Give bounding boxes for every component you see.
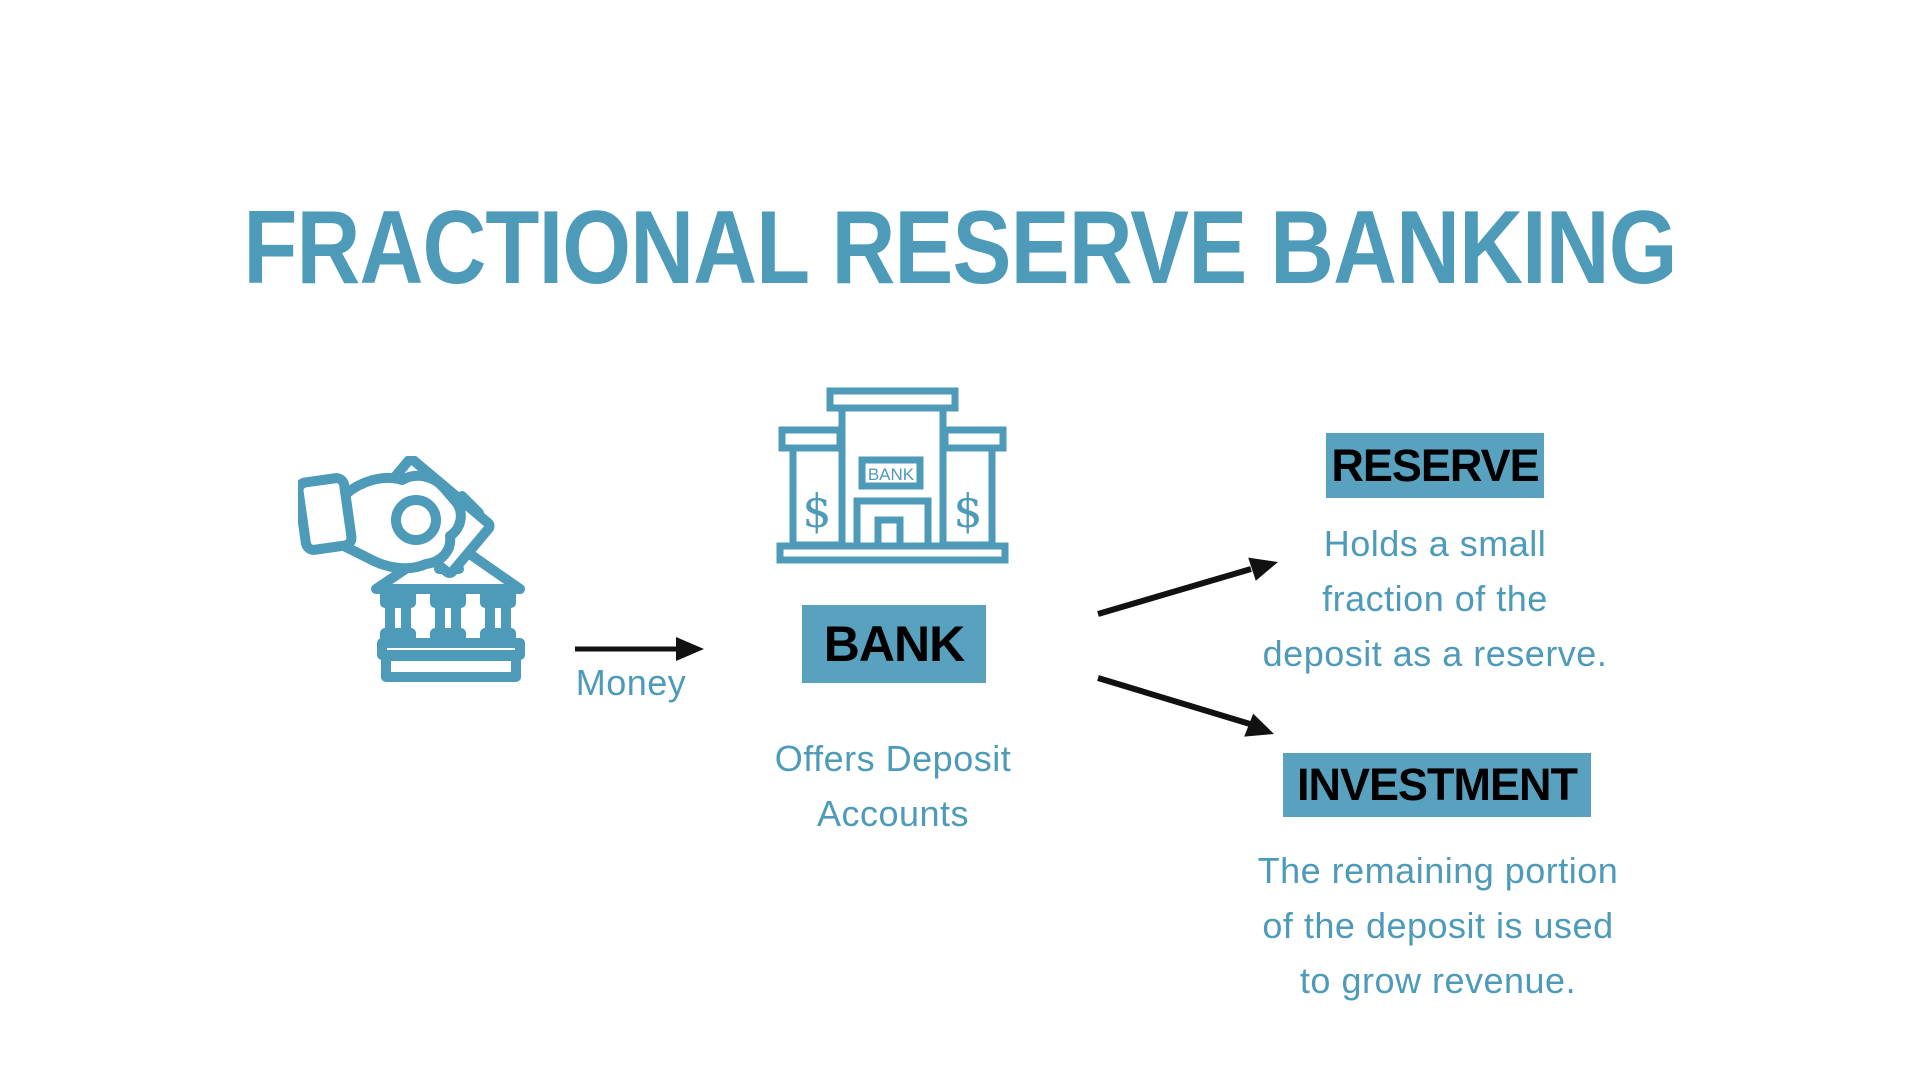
investment-description-line-1: The remaining portion <box>1257 850 1619 891</box>
reserve-description-line-1: Holds a small <box>1323 523 1547 564</box>
dollar-sign-right: $ <box>953 484 982 538</box>
money-arrow-icon <box>570 634 710 664</box>
reserve-description-line-2: fraction of the <box>1322 578 1548 619</box>
page-title: FRACTIONAL RESERVE BANKING <box>243 190 1677 306</box>
classical-bank-shape <box>371 538 525 682</box>
arrow-to-investment-icon <box>1092 668 1287 743</box>
bank-caption-line-2: Accounts <box>816 793 970 834</box>
investment-label: INVESTMENT <box>1283 753 1591 817</box>
hand-shape <box>339 470 466 574</box>
money-label: Money <box>575 662 687 703</box>
cuff-shape <box>298 473 357 555</box>
reserve-label: RESERVE <box>1326 433 1544 498</box>
reserve-description: Holds a small fraction of the deposit as… <box>1245 516 1625 681</box>
hand-deposit-money-svg <box>298 456 525 682</box>
bank-building-shape <box>776 387 1009 564</box>
bank-caption: Offers Deposit Accounts <box>768 731 1018 841</box>
reserve-description-line-3: deposit as a reserve. <box>1262 633 1608 674</box>
investment-description-line-3: to grow revenue. <box>1299 960 1577 1001</box>
investment-description: The remaining portion of the deposit is … <box>1228 843 1648 1008</box>
bank-building-icon: BANK $ $ <box>775 380 1010 570</box>
hand-deposit-money-icon <box>298 456 528 686</box>
bank-caption-line-1: Offers Deposit <box>774 738 1012 779</box>
bank-label: BANK <box>802 605 986 683</box>
bank-building-sign-text: BANK <box>868 465 915 484</box>
investment-description-line-2: of the deposit is used <box>1262 905 1614 946</box>
arrow-to-reserve-icon <box>1092 552 1287 624</box>
dollar-sign-left: $ <box>802 484 831 538</box>
